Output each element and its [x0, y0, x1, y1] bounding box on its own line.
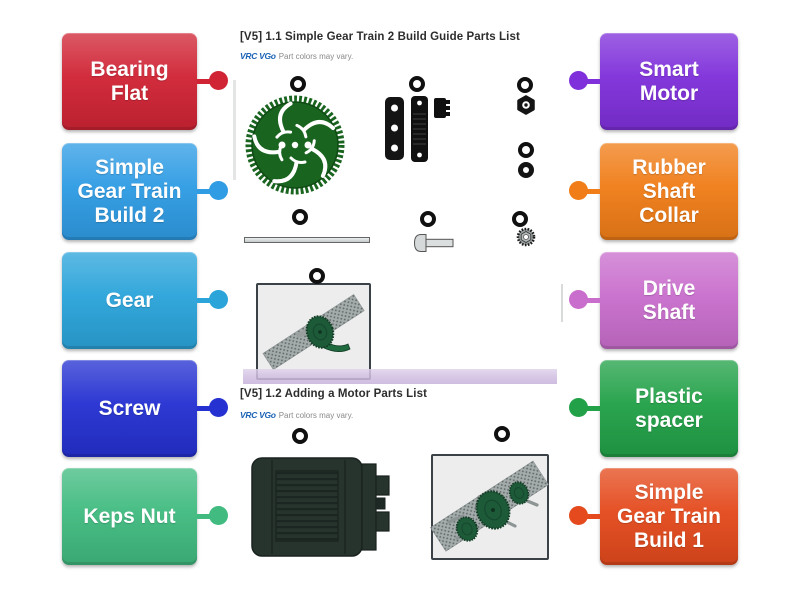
label-connector-line — [581, 406, 600, 411]
answer-marker-plastic-spacer[interactable] — [518, 142, 534, 158]
label-connector-line — [197, 79, 216, 84]
answer-marker-bearing-flat[interactable] — [409, 76, 425, 92]
label-connector-line — [581, 514, 600, 519]
label-text: Screw — [98, 396, 161, 420]
motor-image — [251, 457, 390, 557]
label-card-rubber-shaft-collar[interactable]: Rubber Shaft Collar — [569, 143, 738, 240]
label-text: Simple Gear Train Build 1 — [617, 480, 721, 552]
answer-marker-screw[interactable] — [420, 211, 436, 227]
label-text: Drive Shaft — [642, 276, 696, 324]
shaft-collar-image — [517, 95, 535, 115]
label-connector-dot — [569, 398, 588, 417]
label-card-gear[interactable]: Gear — [62, 252, 228, 349]
page-edge-artifact — [233, 80, 236, 180]
keps-nut-image — [516, 227, 536, 247]
gear-train-build-image-1 — [256, 283, 371, 380]
answer-marker-build-1[interactable] — [309, 268, 325, 284]
label-text: Simple Gear Train Build 2 — [77, 155, 182, 227]
program-logos: VRC VGo — [240, 51, 276, 61]
label-card-drive-shaft[interactable]: Drive Shaft — [569, 252, 738, 349]
label-card-simple-gear-train-build-1[interactable]: Simple Gear Train Build 1 — [569, 468, 738, 565]
answer-marker-motor[interactable] — [292, 428, 308, 444]
rubber-link-image — [411, 96, 428, 162]
screw-image — [413, 234, 454, 252]
label-card-bearing-flat[interactable]: Bearing Flat — [62, 33, 228, 130]
label-text: Bearing Flat — [90, 57, 169, 105]
label-connector-line — [581, 79, 600, 84]
label-text: Smart Motor — [639, 57, 699, 105]
label-card-plastic-spacer[interactable]: Plastic spacer — [569, 360, 738, 457]
gear-image — [245, 95, 345, 195]
label-connector-line — [581, 189, 600, 194]
page-edge-artifact — [561, 284, 563, 322]
label-connector-line — [197, 406, 216, 411]
label-text: Plastic spacer — [635, 384, 703, 432]
label-connector-line — [197, 189, 216, 194]
answer-marker-build-2[interactable] — [494, 426, 510, 442]
section-1-heading: [V5] 1.1 Simple Gear Train 2 Build Guide… — [240, 31, 520, 43]
label-connector-dot — [569, 181, 588, 200]
pinion-block-image — [434, 98, 450, 118]
plastic-spacer-image — [518, 162, 534, 178]
label-card-keps-nut[interactable]: Keps Nut — [62, 468, 228, 565]
program-logos: VRC VGo — [240, 410, 276, 420]
answer-marker-drive-shaft[interactable] — [292, 209, 308, 225]
label-card-smart-motor[interactable]: Smart Motor — [569, 33, 738, 130]
label-connector-line — [581, 298, 600, 303]
label-connector-line — [197, 514, 216, 519]
label-text: Keps Nut — [83, 504, 176, 528]
label-text: Gear — [105, 288, 154, 312]
label-connector-dot — [209, 398, 228, 417]
section-separator-band — [243, 369, 557, 384]
answer-marker-shaft-collar[interactable] — [517, 77, 533, 93]
label-connector-dot — [209, 290, 228, 309]
label-card-simple-gear-train-build-2[interactable]: Simple Gear Train Build 2 — [62, 143, 228, 240]
bearing-flat-image — [385, 97, 404, 160]
gear-train-build-image-2 — [430, 454, 549, 560]
label-connector-dot — [209, 181, 228, 200]
label-connector-dot — [209, 71, 228, 90]
drive-shaft-image — [244, 237, 370, 243]
answer-marker-gear[interactable] — [290, 76, 306, 92]
label-connector-dot — [209, 506, 228, 525]
answer-marker-keps-nut[interactable] — [512, 211, 528, 227]
label-text: Rubber Shaft Collar — [632, 155, 706, 227]
label-card-screw[interactable]: Screw — [62, 360, 228, 457]
label-connector-dot — [569, 290, 588, 309]
section-2-heading: [V5] 1.2 Adding a Motor Parts List — [240, 388, 427, 400]
label-connector-dot — [569, 506, 588, 525]
label-connector-line — [197, 298, 216, 303]
label-connector-dot — [569, 71, 588, 90]
